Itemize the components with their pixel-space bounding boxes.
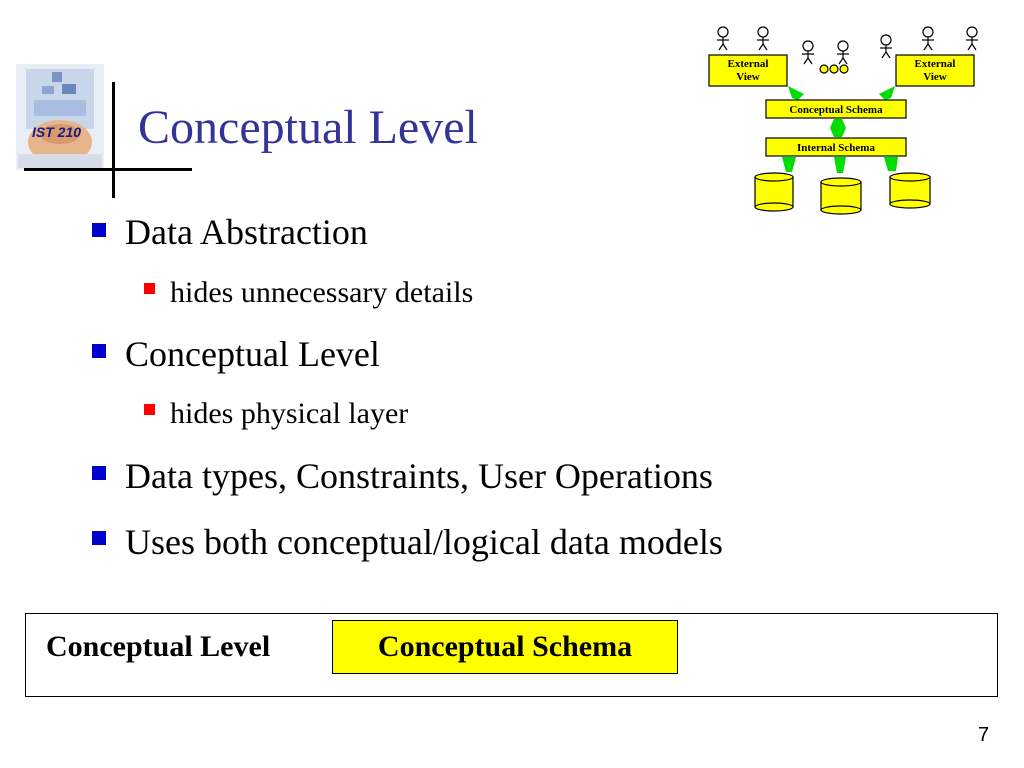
sub-bullet-item: hides unnecessary details xyxy=(170,276,474,309)
sub-bullet-item: hides physical layer xyxy=(170,397,409,430)
ellipsis-dot-icon xyxy=(819,64,829,74)
user-figure-icon xyxy=(966,26,978,51)
external-view-left-line1: External xyxy=(728,58,769,70)
conceptual-schema-box xyxy=(765,99,907,119)
user-figure-icon xyxy=(922,26,934,51)
database-icon xyxy=(889,172,931,209)
title-divider-horizontal xyxy=(24,168,192,171)
user-figure-icon xyxy=(717,26,729,51)
arrow-icon xyxy=(834,157,846,173)
external-view-right-line2: View xyxy=(923,71,946,83)
user-figure-icon xyxy=(757,26,769,51)
level-summary-label: Conceptual Level xyxy=(46,630,271,663)
slide-title: Conceptual Level xyxy=(138,101,478,154)
arrow-icon xyxy=(884,157,898,171)
conceptual-schema-label: Conceptual Schema xyxy=(789,104,883,116)
database-icon xyxy=(754,172,794,212)
ist210-logo xyxy=(16,64,104,170)
level-summary-schema-box: Conceptual Schema xyxy=(332,620,678,674)
bullet-item: Data types, Constraints, User Operations xyxy=(125,456,713,496)
ellipsis-dot-icon xyxy=(829,64,839,74)
bullet-marker xyxy=(92,531,106,545)
bullet-item: Conceptual Level xyxy=(125,334,380,374)
user-figure-icon xyxy=(802,40,814,65)
ellipsis-dot-icon xyxy=(839,64,849,74)
external-view-box-left xyxy=(708,54,788,87)
bullet-marker xyxy=(92,466,106,480)
internal-schema-box xyxy=(765,137,907,157)
logo-label: IST 210 xyxy=(32,124,82,140)
bullet-marker xyxy=(92,344,106,358)
database-icon xyxy=(820,177,862,215)
external-view-left-line2: View xyxy=(736,71,759,83)
bullet-item: Uses both conceptual/logical data models xyxy=(125,522,723,562)
arrow-icon xyxy=(879,86,895,100)
user-figure-icon xyxy=(880,34,892,59)
page-number: 7 xyxy=(978,724,990,746)
level-summary-box xyxy=(25,613,998,697)
sub-bullet-marker xyxy=(144,404,155,415)
title-divider-vertical xyxy=(112,82,115,198)
bullet-item: Data Abstraction xyxy=(125,212,368,252)
external-view-box-right xyxy=(895,54,975,87)
internal-schema-label: Internal Schema xyxy=(797,142,875,154)
three-schema-diagram: External View External View Conceptual S… xyxy=(708,26,978,215)
arrow-icon xyxy=(788,86,804,100)
sub-bullet-marker xyxy=(144,283,155,294)
bullet-marker xyxy=(92,223,106,237)
user-figure-icon xyxy=(837,40,849,65)
external-view-right-line1: External xyxy=(915,58,956,70)
arrow-icon xyxy=(830,119,846,137)
arrow-icon xyxy=(782,157,796,172)
